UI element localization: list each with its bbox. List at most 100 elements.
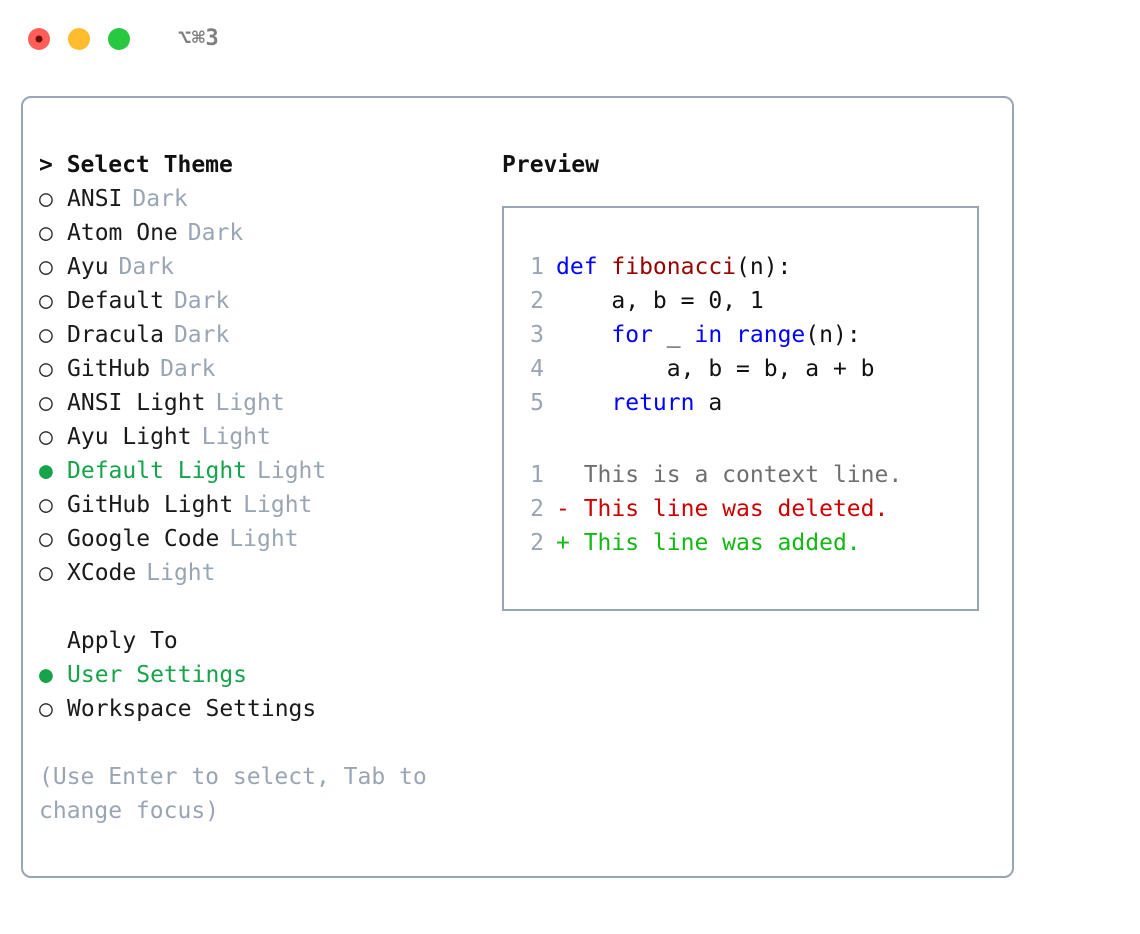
diff-line-number: 1 [530,462,544,488]
code-token-plain: a, b = b, a + b [556,356,875,382]
radio-unselected-icon: ○ [39,220,53,246]
diff-line-number: 2 [530,530,544,556]
theme-option-ayu[interactable]: ○ Ayu Dark [39,250,499,284]
code-line-text: for _ in range(n): [556,318,860,352]
radio-unselected-icon: ○ [39,526,53,552]
code-line-number: 2 [530,288,544,314]
diff-line-removed: 2- This line was deleted. [518,492,969,526]
theme-option-ansi-light[interactable]: ○ ANSI Light Light [39,386,499,420]
theme-option-tag: Dark [173,322,230,348]
radio-unselected-icon: ○ [39,424,53,450]
radio-unselected-icon: ○ [39,254,53,280]
code-token-plain: _ [652,322,695,348]
code-token-plain [556,322,611,348]
code-line: 4 a, b = b, a + b [518,352,969,386]
code-line-number: 1 [530,254,544,280]
code-line-number: 5 [530,390,544,416]
code-token-plain [556,390,611,416]
code-line-text: a, b = 0, 1 [556,284,764,318]
radio-selected-icon: ● [39,662,53,688]
theme-option-label: XCode [67,560,137,586]
diff-line-added: 2 + This line was added. [518,526,969,560]
code-token-plain: a, b = 0, 1 [556,288,764,314]
code-line-text: a, b = b, a + b [556,352,875,386]
keyboard-shortcut-label: ⌥⌘3 [178,26,220,51]
code-line: 2 a, b = 0, 1 [518,284,969,318]
code-token-kw: for [611,322,653,348]
theme-option-tag: Dark [187,220,244,246]
code-token-fn: fibonacci [611,254,737,280]
radio-unselected-icon: ○ [39,186,53,212]
radio-selected-icon: ● [39,458,53,484]
code-line-text: return a [556,386,722,420]
theme-option-tag: Light [257,458,327,484]
code-token-kw: def [556,254,612,280]
diff-line-text: This is a context line. [556,462,903,488]
theme-option-dracula[interactable]: ○ Dracula Dark [39,318,499,352]
radio-unselected-icon: ○ [39,322,53,348]
theme-option-label: Google Code [67,526,220,552]
code-line: 1 def fibonacci(n): [518,250,969,284]
minimize-button[interactable] [68,28,90,50]
theme-option-label: Dracula [67,322,164,348]
theme-option-tag: Dark [118,254,174,280]
theme-option-tag: Light [215,390,285,416]
theme-option-tag: Light [243,492,313,518]
radio-unselected-icon: ○ [39,356,53,382]
theme-option-atom-one[interactable]: ○ Atom One Dark [39,216,499,250]
theme-option-ayu-light[interactable]: ○ Ayu Light Light [39,420,499,454]
theme-option-tag: Light [146,560,216,586]
code-line-number: 3 [530,322,544,348]
apply-to-option-label: Workspace Settings [67,696,317,722]
theme-option-default[interactable]: ○ Default Dark [39,284,499,318]
code-token-kw: range [736,322,806,348]
preview-title: Preview [502,152,599,178]
theme-option-label: GitHub [67,356,151,382]
theme-option-label: ANSI Light [67,390,206,416]
code-line-text: def fibonacci(n): [556,250,791,284]
apply-to-option-list[interactable]: ● User Settings ○Workspace Settings [39,658,499,726]
apply-to-option-label: User Settings [67,662,248,688]
radio-unselected-icon: ○ [39,288,53,314]
code-token-plain [722,322,736,348]
title-bar: ⌥⌘3 [0,0,1140,78]
code-token-kw: return [611,390,695,416]
maximize-button[interactable] [108,28,130,50]
diff-line-number: 2 [530,496,544,522]
apply-to-header: Apply To [67,628,178,654]
pane-spacer [39,590,499,624]
code-token-plain: (n): [736,254,792,280]
apply-to-option-workspace-settings[interactable]: ○Workspace Settings [39,692,499,726]
keyboard-hint-text: (Use Enter to select, Tab to change focu… [39,764,441,824]
theme-option-tag: Dark [173,288,230,314]
theme-option-label: GitHub Light [67,492,234,518]
theme-option-github-light[interactable]: ○ GitHub Light Light [39,488,499,522]
theme-option-label: Default [67,288,164,314]
theme-option-label: Default Light [67,458,248,484]
diff-line-text: + This line was added. [556,530,861,556]
radio-unselected-icon: ○ [39,492,53,518]
theme-option-label: Atom One [67,220,178,246]
theme-option-label: Ayu Light [67,424,192,450]
theme-option-default-light[interactable]: ● Default Light Light [39,454,499,488]
close-button[interactable] [28,28,50,50]
window-controls [28,28,130,50]
radio-unselected-icon: ○ [39,560,53,586]
theme-option-xcode[interactable]: ○ XCode Light [39,556,499,590]
theme-option-label: Ayu [67,254,109,280]
diff-line-context: 1 This is a context line. [518,458,969,492]
theme-option-tag: Light [201,424,271,450]
radio-unselected-icon: ○ [39,390,53,416]
apply-to-option-user-settings[interactable]: ● User Settings [39,658,499,692]
code-line-number: 4 [530,356,544,382]
code-token-kw: in [694,322,723,348]
